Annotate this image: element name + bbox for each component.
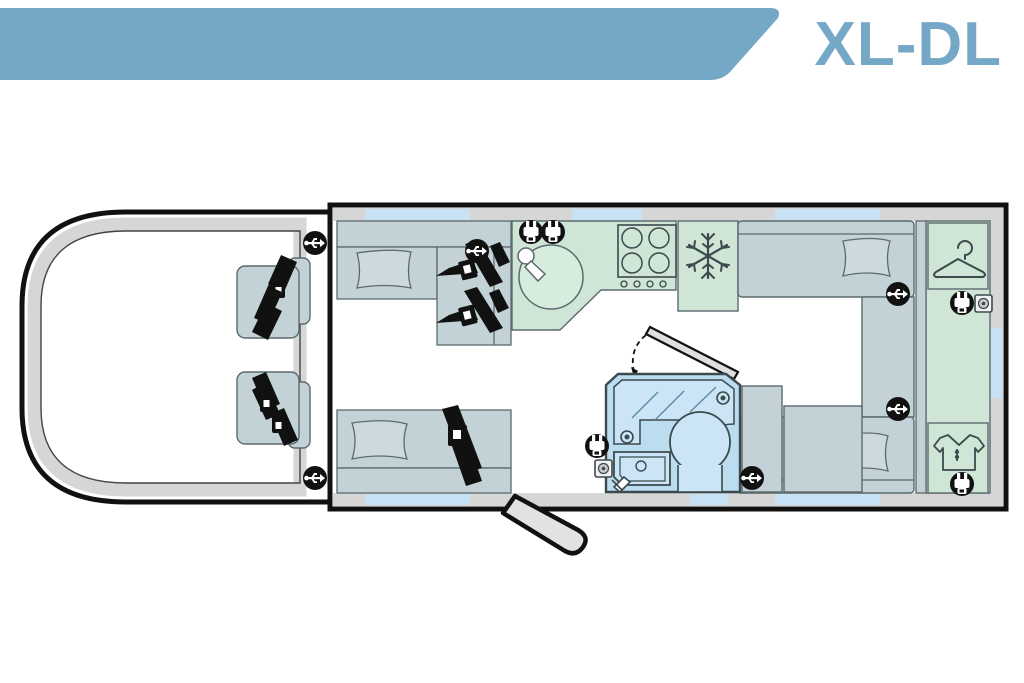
window-segment xyxy=(775,494,880,505)
usb-port-icon[interactable] xyxy=(740,466,764,490)
seatbelt-icon xyxy=(442,405,482,486)
floorplan-drawing xyxy=(19,202,1009,556)
usb-port-icon[interactable] xyxy=(886,282,910,306)
bed-connector xyxy=(861,296,915,418)
dinette-bench-lower-back xyxy=(336,467,512,494)
window-segment xyxy=(690,494,728,505)
burner xyxy=(648,227,670,249)
window-segment xyxy=(775,209,880,220)
light-switch-icon[interactable] xyxy=(974,294,993,313)
passenger-seat xyxy=(236,371,311,449)
bedside-cabinet xyxy=(915,220,927,494)
window-segment xyxy=(365,494,470,505)
bathroom-cabinet xyxy=(783,405,863,493)
toilet xyxy=(669,411,731,473)
snowflake-icon xyxy=(686,232,730,280)
seatbelt-icon xyxy=(436,287,509,333)
header-banner xyxy=(0,8,779,80)
pillow xyxy=(356,249,412,289)
faucet-icon xyxy=(517,247,547,283)
window-segment xyxy=(572,209,642,220)
faucet-icon xyxy=(611,475,632,494)
glass-reflection-lines xyxy=(631,386,717,421)
burner xyxy=(621,227,643,249)
marker-layer xyxy=(303,220,993,496)
seatbelt-icon xyxy=(252,372,298,446)
dinette-zone xyxy=(336,220,512,494)
entry-door-leaf xyxy=(500,493,588,556)
burner xyxy=(621,252,643,274)
usb-port-icon[interactable] xyxy=(465,239,489,263)
clothes-hanger-icon xyxy=(933,240,986,278)
kitchen-sink xyxy=(518,244,584,310)
bathroom-zone xyxy=(604,325,863,494)
usb-port-icon[interactable] xyxy=(303,466,327,490)
page-title: XL-DL xyxy=(814,10,1002,79)
basin-drain xyxy=(635,460,647,472)
power-socket-icon[interactable] xyxy=(541,220,565,244)
cab-shell xyxy=(19,209,333,505)
hob-knob xyxy=(620,280,628,288)
light-switch-icon[interactable] xyxy=(594,459,613,478)
windows-bottom xyxy=(365,494,880,505)
power-socket-icon[interactable] xyxy=(950,472,974,496)
hob-knob xyxy=(646,280,654,288)
polo-shirt-icon xyxy=(933,434,985,471)
usb-port-icon[interactable] xyxy=(886,397,910,421)
entry-door xyxy=(500,493,588,556)
burner xyxy=(648,252,670,274)
windows-top xyxy=(365,209,880,220)
power-socket-icon[interactable] xyxy=(585,434,609,458)
washbasin-inner xyxy=(619,456,666,482)
seatbelt-icon xyxy=(252,255,297,340)
driver-seat xyxy=(236,255,311,340)
cab-inner-outline xyxy=(40,230,301,484)
toilet-base xyxy=(677,465,723,493)
wardrobe-upper xyxy=(927,222,989,290)
power-socket-icon[interactable] xyxy=(519,220,543,244)
windows-right xyxy=(991,328,1002,398)
cab-outer-outline xyxy=(19,209,333,505)
power-socket-icon[interactable] xyxy=(950,291,974,315)
pillow xyxy=(842,237,891,277)
usb-port-icon[interactable] xyxy=(303,231,327,255)
kitchen-fittings xyxy=(517,224,730,310)
pillow xyxy=(351,420,409,460)
cooktop xyxy=(617,224,677,278)
banner-shape xyxy=(0,8,779,80)
window-segment xyxy=(991,328,1002,398)
hob-knob xyxy=(659,280,667,288)
hob-knob xyxy=(633,280,641,288)
window-segment xyxy=(365,209,470,220)
cab-wall-band xyxy=(27,217,307,497)
